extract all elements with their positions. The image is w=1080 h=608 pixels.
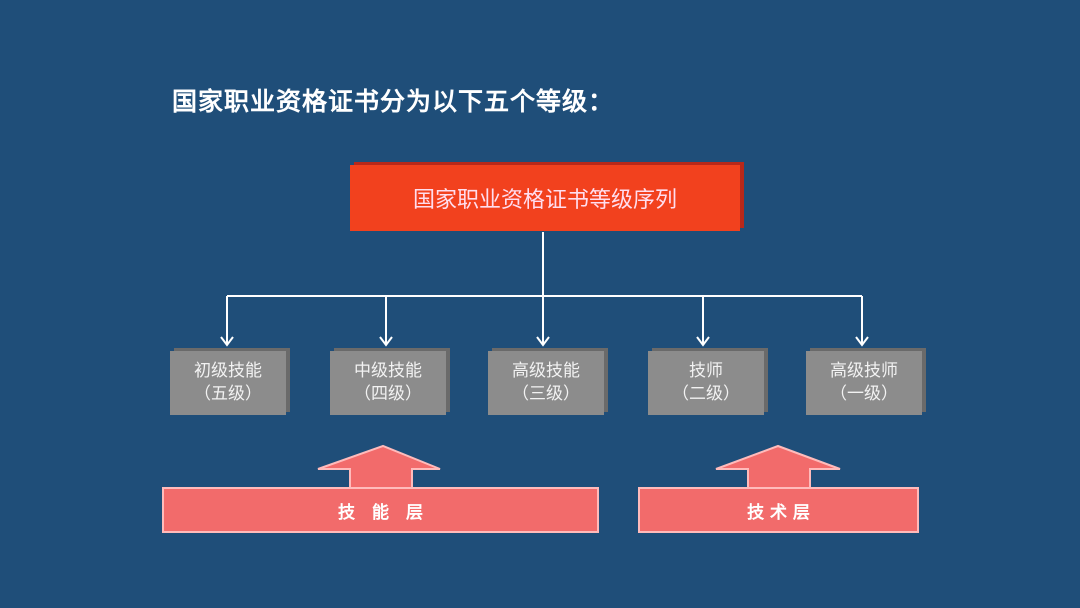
tech-up-arrow	[715, 444, 841, 490]
level-grade: （一级）	[830, 384, 898, 404]
level-name: 技师	[689, 361, 723, 381]
tech-layer-bar: 技 术 层	[638, 487, 919, 533]
level-grade: （三级）	[512, 384, 580, 404]
level-grade: （四级）	[354, 384, 422, 404]
level-node: 中级技能 （四级）	[330, 351, 446, 415]
root-node: 国家职业资格证书等级序列	[350, 165, 740, 231]
level-node: 高级技师 （一级）	[806, 351, 922, 415]
page-title: 国家职业资格证书分为以下五个等级：	[172, 87, 615, 116]
skill-up-arrow	[317, 444, 441, 490]
level-name: 中级技能	[354, 361, 422, 381]
level-node: 初级技能 （五级）	[170, 351, 286, 415]
level-grade: （五级）	[194, 384, 262, 404]
level-node: 技师 （二级）	[648, 351, 764, 415]
level-grade: （二级）	[672, 384, 740, 404]
level-name: 初级技能	[194, 361, 262, 381]
level-name: 高级技能	[512, 361, 580, 381]
level-node: 高级技能 （三级）	[488, 351, 604, 415]
skill-layer-bar: 技 能 层	[162, 487, 599, 533]
level-name: 高级技师	[830, 361, 898, 381]
